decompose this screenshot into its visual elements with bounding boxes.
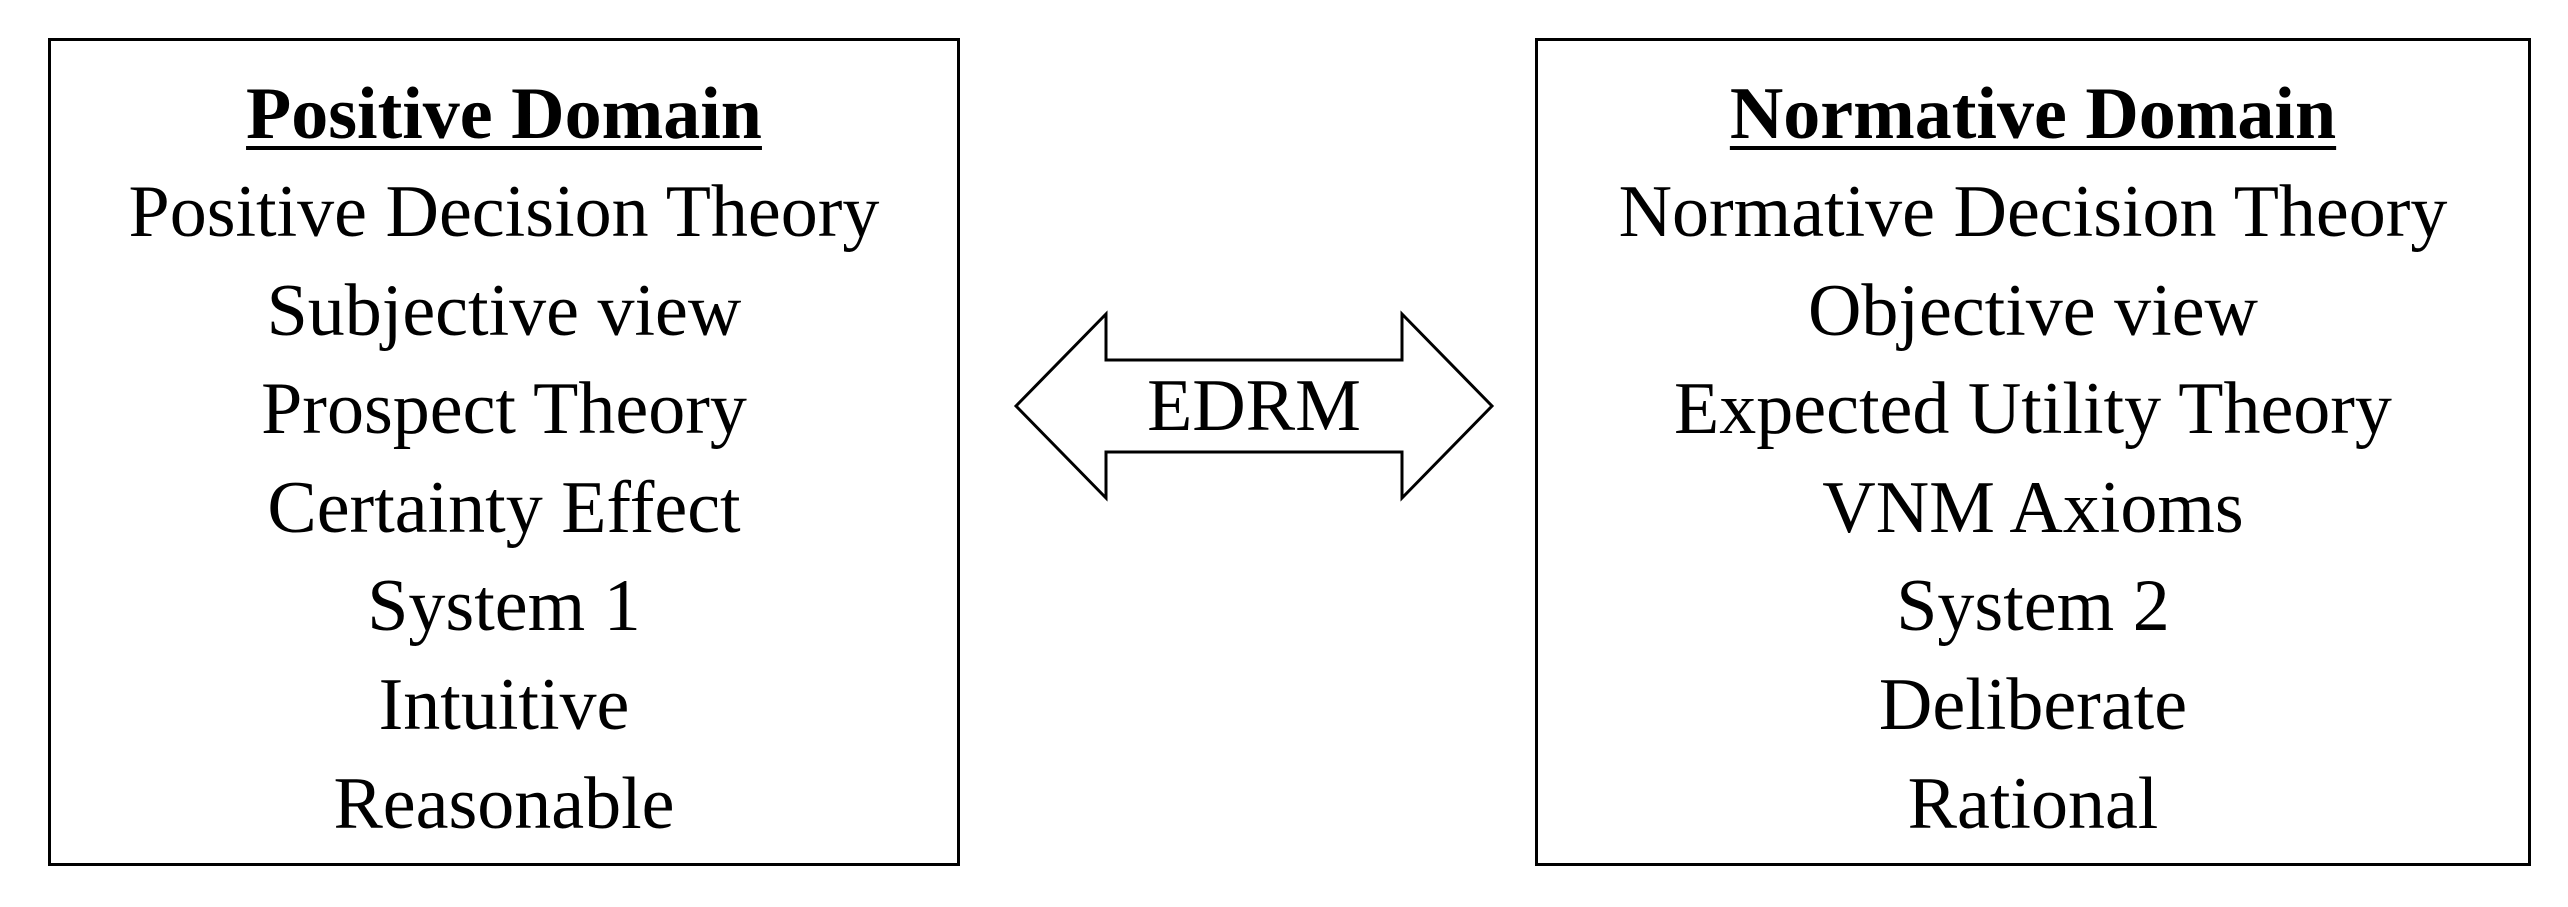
normative-item: Objective view [1807,269,2258,352]
edrm-double-arrow: EDRM [1012,310,1496,502]
normative-domain-box: Normative Domain Normative Decision Theo… [1535,38,2531,866]
positive-item: Positive Decision Theory [128,171,880,253]
positive-domain-title: Positive Domain [246,73,762,155]
positive-item: Certainty Effect [267,466,741,549]
positive-domain-list: Positive Decision Theory Subjective view… [129,163,880,853]
double-arrow-icon [1013,310,1495,502]
normative-domain-list: Normative Decision Theory Objective view… [1619,163,2448,853]
edrm-label: EDRM [1147,365,1361,447]
positive-domain-box: Positive Domain Positive Decision Theory… [48,38,960,866]
normative-item: System 2 [1896,565,2170,648]
normative-item: Expected Utility Theory [1674,368,2392,451]
normative-item: Deliberate [1878,663,2188,746]
positive-item: Intuitive [378,663,630,746]
normative-item: VNM Axioms [1822,466,2244,549]
normative-item: Normative Decision Theory [1618,171,2448,253]
normative-item: Rational [1907,762,2159,845]
positive-item: System 1 [367,565,641,648]
positive-item: Prospect Theory [261,368,747,451]
normative-domain-title: Normative Domain [1729,73,2337,155]
positive-item: Subjective view [266,269,742,352]
positive-item: Reasonable [333,762,675,845]
